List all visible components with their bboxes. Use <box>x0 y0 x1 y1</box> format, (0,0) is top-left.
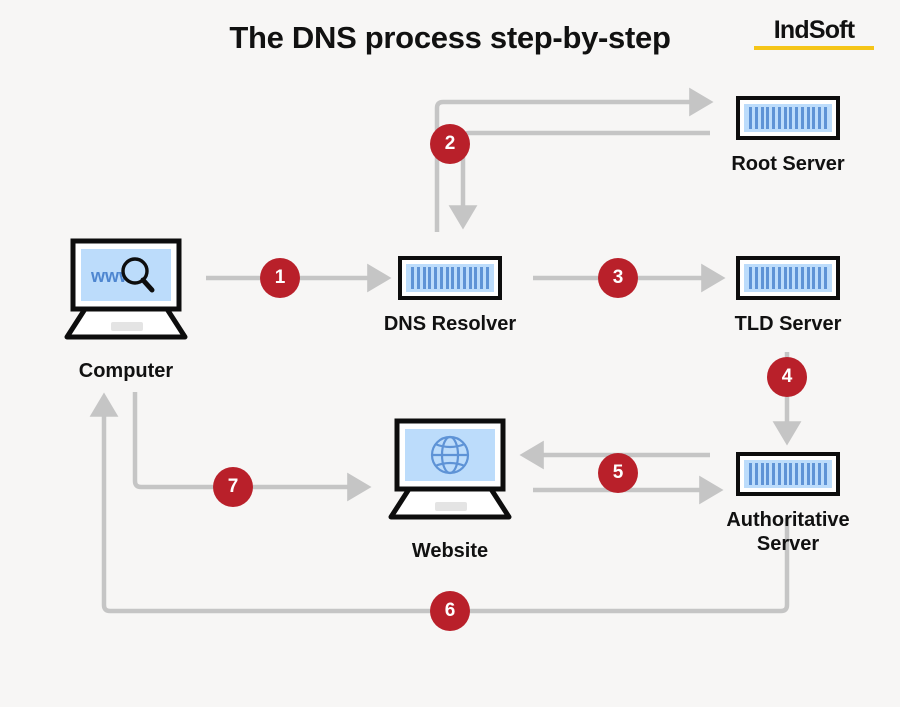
server-panel <box>744 104 832 132</box>
brand-logo-underline <box>754 42 874 50</box>
server-icon <box>736 96 840 140</box>
node-website-label: Website <box>411 540 489 562</box>
laptop-search-icon: www <box>51 238 201 347</box>
node-root-server-label: Root Server <box>731 153 845 175</box>
node-website[interactable]: Website <box>374 418 526 563</box>
node-dns-resolver[interactable]: DNS Resolver <box>370 256 530 336</box>
server-icon <box>736 452 840 496</box>
step-badge-2[interactable]: 2 <box>430 124 470 164</box>
laptop-globe-icon <box>375 418 525 527</box>
node-tld-server-label: TLD Server <box>734 313 842 335</box>
step-badge-3[interactable]: 3 <box>598 258 638 298</box>
node-tld-server[interactable]: TLD Server <box>708 256 868 336</box>
page-title: The DNS process step-by-step <box>229 20 671 55</box>
brand-logo-text: IndSoft <box>773 16 855 44</box>
step-badge-5[interactable]: 5 <box>598 453 638 493</box>
step-badge-1[interactable]: 1 <box>260 258 300 298</box>
node-dns-resolver-label: DNS Resolver <box>383 313 517 335</box>
server-icon <box>398 256 502 300</box>
step-badge-7[interactable]: 7 <box>213 467 253 507</box>
node-computer-label: Computer <box>78 360 174 382</box>
node-computer[interactable]: www Computer <box>50 238 202 383</box>
node-authoritative-server[interactable]: Authoritative Server <box>703 452 873 557</box>
step-badge-4[interactable]: 4 <box>767 357 807 397</box>
arrow-step-7 <box>132 392 372 502</box>
server-panel <box>406 264 494 292</box>
server-panel <box>744 460 832 488</box>
globe-icon <box>430 435 470 475</box>
server-panel <box>744 264 832 292</box>
node-root-server[interactable]: Root Server <box>708 96 868 176</box>
node-authoritative-server-label: Authoritative Server <box>726 509 850 556</box>
arrow-step-2-response <box>448 130 710 230</box>
arrow-step-2-query <box>434 87 714 232</box>
magnifier-icon <box>121 257 155 293</box>
server-icon <box>736 256 840 300</box>
brand-logo: IndSoft <box>754 18 874 50</box>
step-badge-6[interactable]: 6 <box>430 591 470 631</box>
